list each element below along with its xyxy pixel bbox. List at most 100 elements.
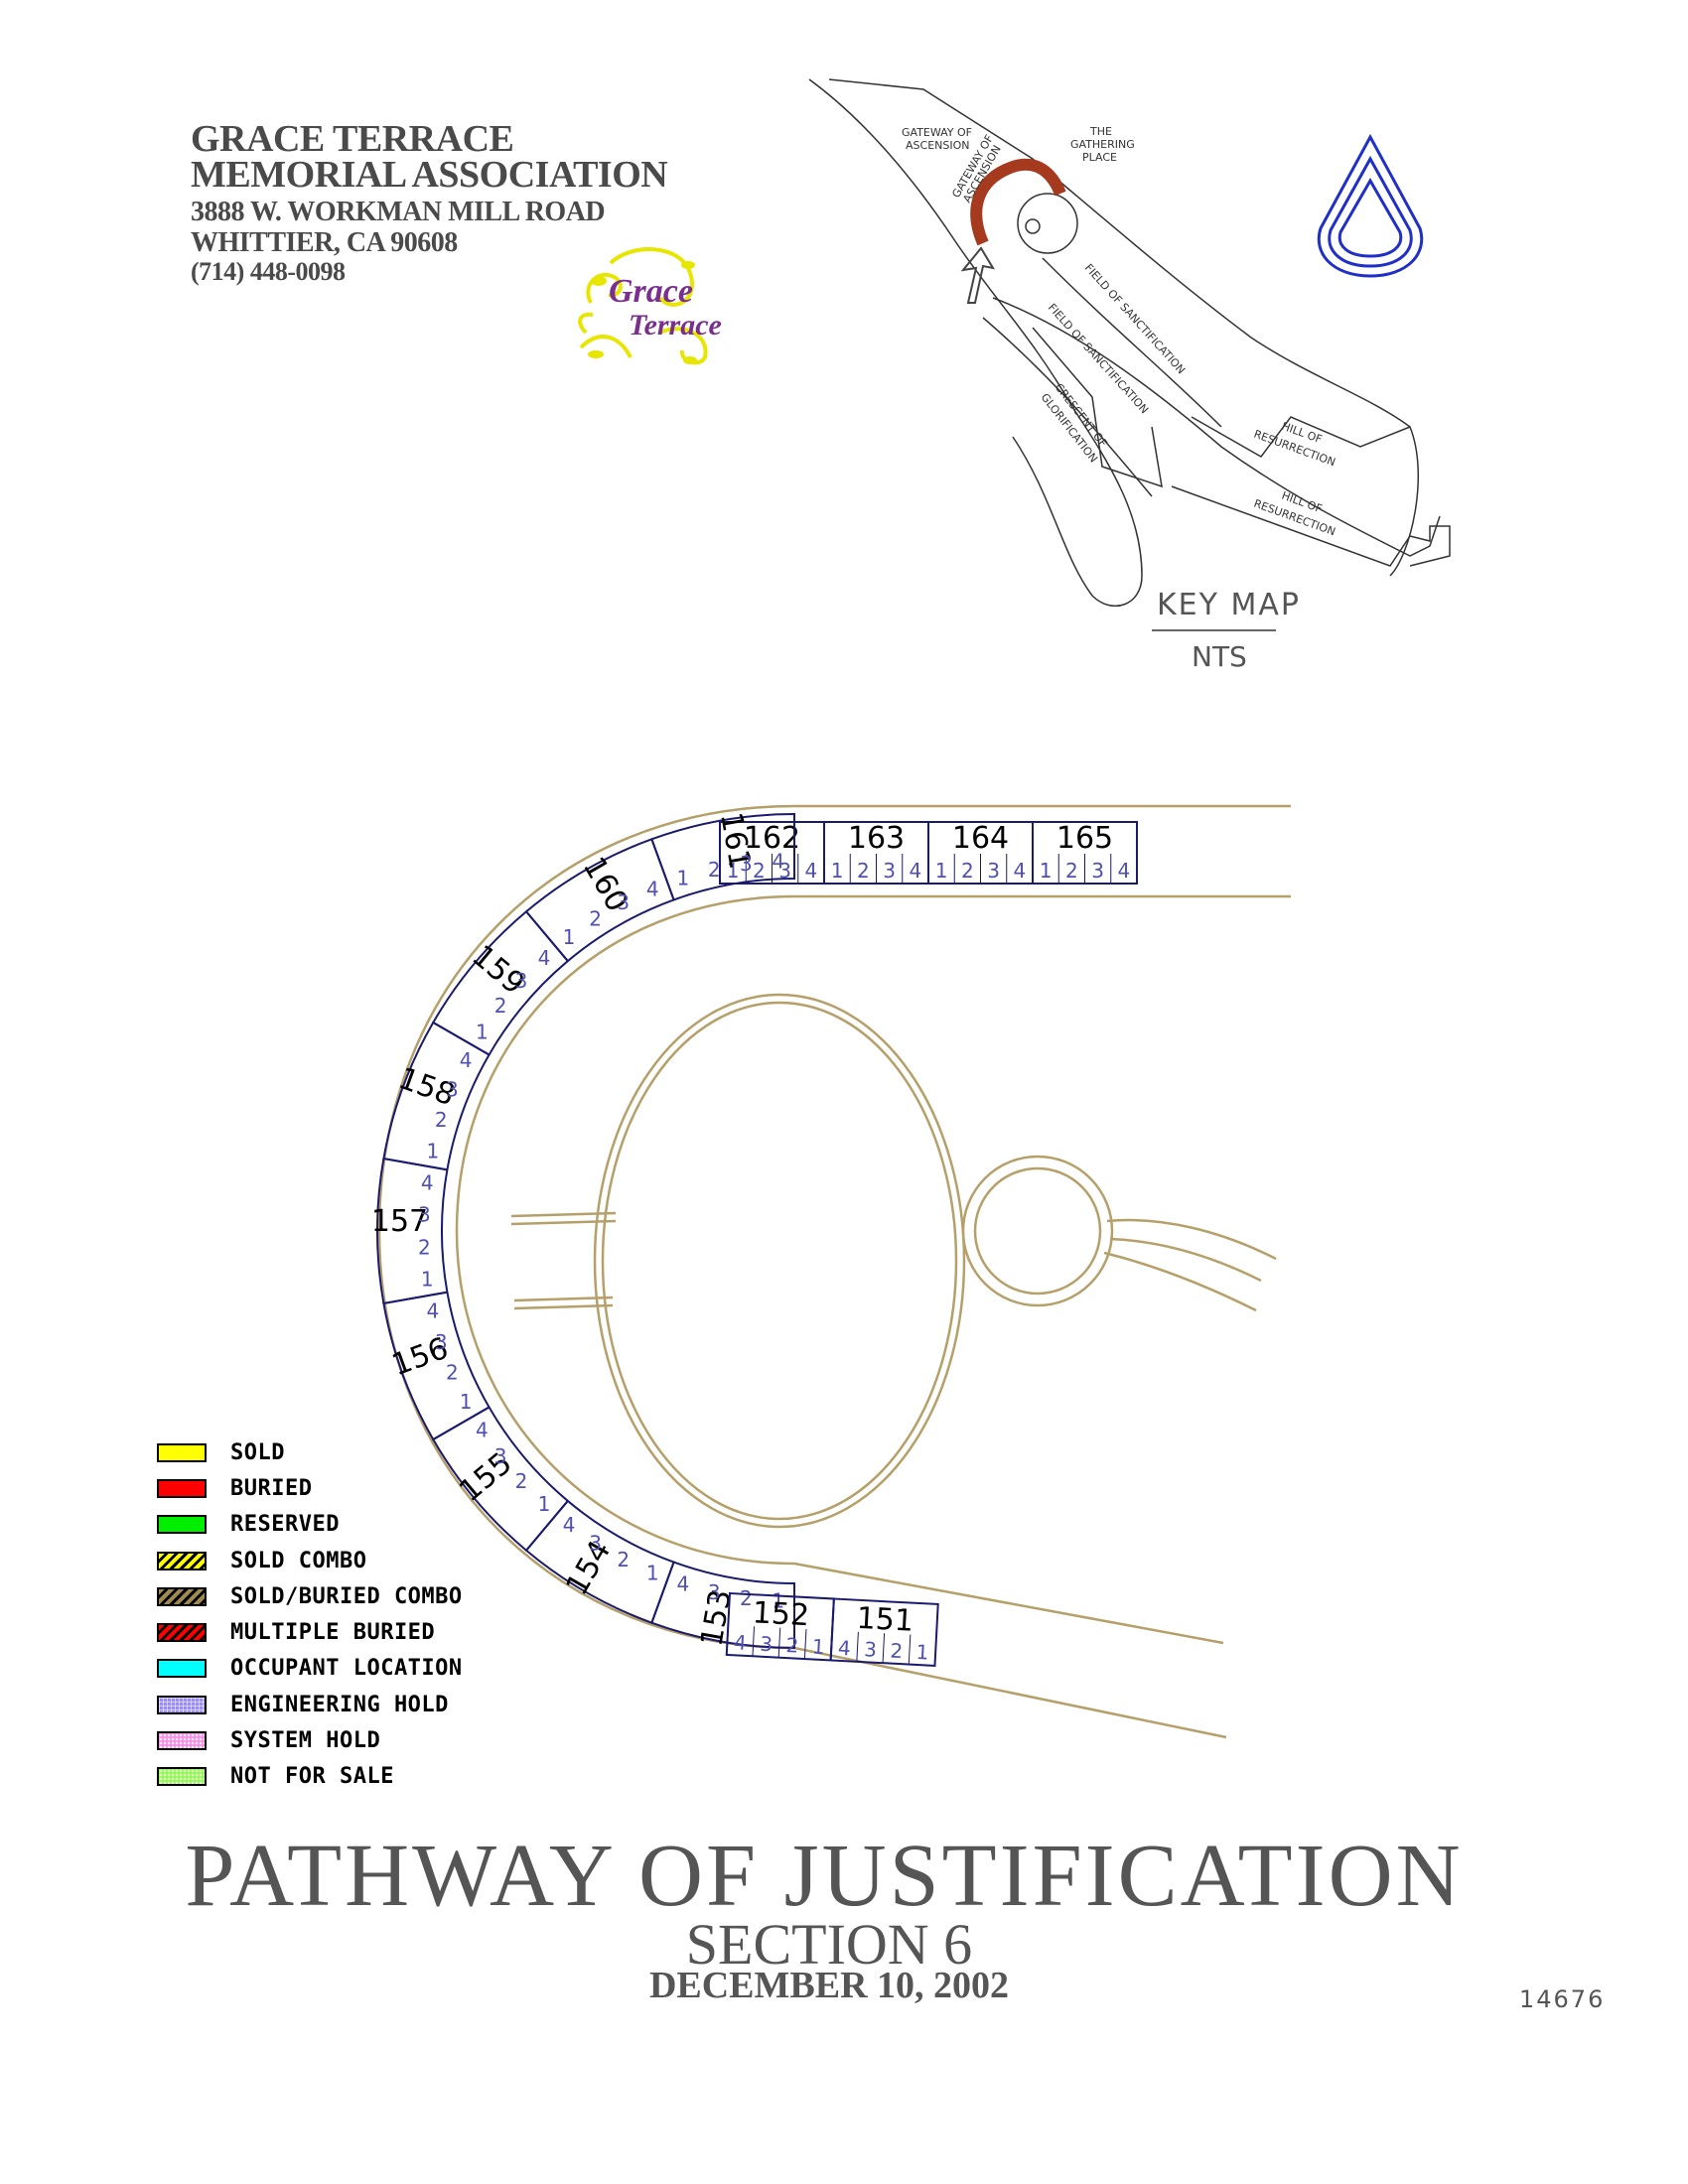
- space-number: 4: [676, 1572, 689, 1596]
- org-name-line1: GRACE TERRACE: [191, 118, 514, 160]
- space-number: 1: [538, 1492, 551, 1516]
- legend-swatch: [157, 1767, 207, 1787]
- grace-terrace-logo: Grace Terrace: [571, 243, 730, 372]
- space-number: 3: [589, 1532, 602, 1556]
- legend-label: SOLD COMBO: [230, 1548, 367, 1573]
- space-number: 2: [857, 859, 870, 883]
- legend-label: MULTIPLE BURIED: [230, 1620, 436, 1646]
- space-number: 3: [446, 1077, 459, 1101]
- legend-swatch: [157, 1623, 207, 1643]
- legend-swatch: [157, 1586, 207, 1606]
- space-number: 1: [811, 1634, 825, 1659]
- lot-number: 157: [371, 1204, 428, 1239]
- space-number: 2: [785, 1633, 799, 1658]
- legend-label: BURIED: [230, 1475, 313, 1501]
- space-number: 3: [494, 1444, 507, 1468]
- legend-item: MULTIPLE BURIED: [157, 1614, 463, 1650]
- logo-word-terrace: Terrace: [629, 309, 722, 341]
- legend-label: NOT FOR SALE: [230, 1764, 394, 1790]
- space-number: 4: [426, 1299, 439, 1323]
- key-map-title: KEY MAP: [1157, 588, 1301, 622]
- legend-label: ENGINEERING HOLD: [230, 1692, 449, 1717]
- space-number: 2: [515, 1469, 528, 1493]
- legend-item: SOLD COMBO: [157, 1543, 463, 1578]
- space-number: 2: [446, 1361, 459, 1385]
- space-number: 4: [421, 1170, 434, 1194]
- space-number: 4: [805, 859, 818, 883]
- space-number: 1: [1040, 859, 1053, 883]
- lot-number: 162: [744, 821, 800, 856]
- lot-number: 164: [952, 821, 1009, 856]
- space-number: 2: [890, 1639, 904, 1664]
- km-gateway-outer-1: GATEWAY OF: [902, 126, 972, 139]
- space-number: 3: [1091, 859, 1104, 883]
- lot-number: 155: [453, 1445, 518, 1509]
- key-map-scale: NTS: [1192, 640, 1247, 673]
- legend-item: ENGINEERING HOLD: [157, 1687, 463, 1722]
- space-number: 4: [460, 1048, 473, 1072]
- key-map-highlight: [970, 158, 1066, 246]
- space-number: 4: [910, 859, 922, 883]
- space-number: 1: [476, 1021, 489, 1044]
- section-title: SECTION 6: [685, 1912, 973, 1977]
- space-number: 4: [646, 877, 659, 900]
- space-number: 2: [435, 1108, 448, 1132]
- legend-label: RESERVED: [230, 1512, 340, 1538]
- space-number: 3: [740, 852, 753, 876]
- legend-item: OCCUPANT LOCATION: [157, 1651, 463, 1687]
- legend: SOLD BURIED RESERVED SOLD COMBO SOLD/BURIED …: [157, 1434, 463, 1795]
- space-number: 1: [676, 866, 689, 889]
- org-name-line2: MEMORIAL ASSOCIATION: [191, 154, 668, 196]
- space-number: 1: [915, 1640, 929, 1665]
- space-number: 3: [418, 1203, 431, 1227]
- space-number: 4: [1014, 859, 1027, 883]
- legend-item: NOT FOR SALE: [157, 1759, 463, 1795]
- km-gathering-2: GATHERING: [1070, 138, 1135, 151]
- sheet-number: 14676: [1519, 1985, 1606, 2013]
- space-number: 2: [1065, 859, 1078, 883]
- north-arrow-icon: [1317, 133, 1424, 278]
- legend-item: BURIED: [157, 1470, 463, 1506]
- space-number: 4: [772, 849, 784, 873]
- space-number: 1: [727, 859, 740, 883]
- legend-item: SOLD/BURIED COMBO: [157, 1578, 463, 1614]
- space-number: 4: [837, 1636, 851, 1661]
- space-number: 2: [708, 858, 721, 882]
- legend-label: OCCUPANT LOCATION: [230, 1656, 463, 1682]
- legend-swatch: [157, 1551, 207, 1570]
- legend-swatch: [157, 1659, 207, 1679]
- space-number: 1: [421, 1268, 434, 1292]
- org-city: WHITTIER, CA 90608: [191, 227, 458, 258]
- legend-item: SOLD: [157, 1434, 463, 1470]
- space-number: 4: [538, 946, 551, 970]
- legend-label: SOLD: [230, 1439, 285, 1465]
- legend-swatch: [157, 1515, 207, 1535]
- space-number: 1: [935, 859, 948, 883]
- space-number: 1: [646, 1562, 659, 1585]
- space-number: 2: [740, 1586, 753, 1610]
- key-map-rule: [1152, 629, 1276, 631]
- km-gateway-outer-2: ASCENSION: [906, 139, 969, 152]
- km-gathering-3: PLACE: [1082, 151, 1117, 164]
- space-number: 3: [708, 1580, 721, 1604]
- page-title: PATHWAY OF JUSTIFICATION: [185, 1827, 1464, 1925]
- space-number: 3: [778, 859, 791, 883]
- legend-swatch: [157, 1442, 207, 1462]
- space-number: 3: [987, 859, 1000, 883]
- space-number: 3: [617, 890, 630, 914]
- space-number: 1: [460, 1390, 473, 1414]
- lot-number: 151: [856, 1601, 914, 1639]
- km-gathering-1: THE: [1089, 125, 1112, 138]
- space-number: 2: [961, 859, 974, 883]
- lot-number: 152: [752, 1595, 810, 1633]
- space-number: 1: [563, 925, 576, 949]
